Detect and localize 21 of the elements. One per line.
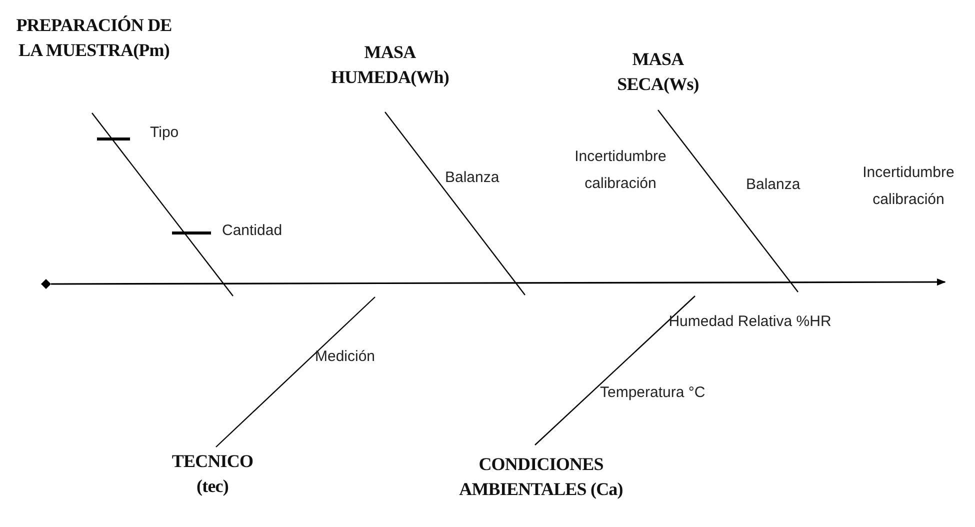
- cause-label: Balanza: [445, 168, 500, 188]
- spine-arrow: [51, 278, 946, 286]
- diamond-mark: [41, 279, 51, 289]
- cause-label: Incertidumbre calibración: [574, 147, 668, 194]
- cause-label: Tipo: [150, 123, 179, 143]
- bone-line: [216, 296, 376, 448]
- category-heading: PREPARACIÓN DE LA MUESTRA(Pm): [8, 13, 180, 63]
- cause-label: Medición: [315, 347, 376, 367]
- bone-line: [384, 112, 526, 296]
- cause-label: Incertidumbre calibración: [862, 163, 956, 210]
- category-heading: MASA HUMEDA(Wh): [305, 40, 475, 90]
- bone-line: [658, 110, 798, 292]
- bone-line: [92, 112, 234, 296]
- category-heading: CONDICIONES AMBIENTALES (Ca): [455, 452, 627, 502]
- bone-line: [534, 296, 696, 446]
- category-heading: MASA SECA(Ws): [608, 47, 708, 97]
- cause-label: Humedad Relativa %HR: [668, 312, 832, 332]
- category-heading: TECNICO (tec): [160, 449, 265, 499]
- cause-label: Balanza: [746, 175, 800, 195]
- cause-label: Temperatura °C: [600, 383, 706, 403]
- cause-label: Cantidad: [222, 221, 282, 241]
